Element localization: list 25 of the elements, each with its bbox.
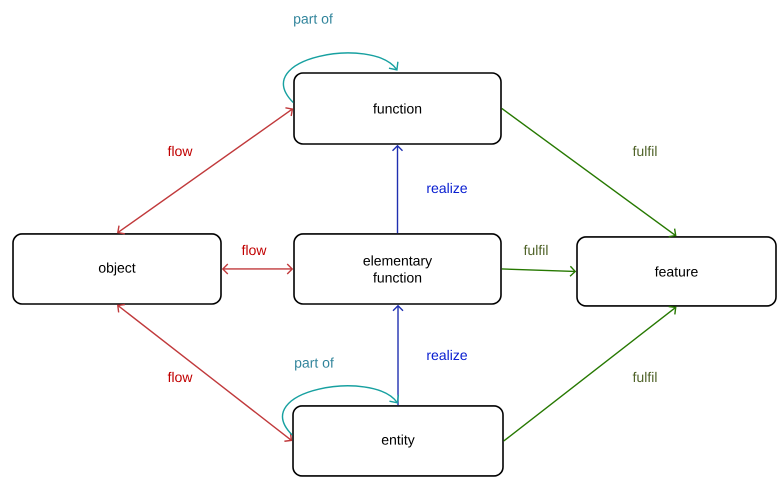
edge-label: fulfil [522,244,550,256]
edge-label: flow [166,144,194,158]
process-box: elementary function [293,233,502,305]
arrow [502,266,576,277]
arrow [501,108,676,238]
process-box: entity [292,405,504,477]
process-box: feature [576,236,777,307]
edge-label: fulfil [632,144,658,158]
arrow [283,52,399,103]
arrow [392,304,404,406]
arrow [392,144,403,234]
edge-label: realize [425,348,469,362]
arrow [222,264,294,274]
arrow [117,107,294,234]
process-box: object [12,233,222,305]
edge-label: realize [425,182,469,194]
edge-label: part of [292,12,334,28]
arrow [282,385,400,436]
edge-label: fulfil [632,370,658,384]
process-box: function [293,72,502,145]
edge-label: part of [293,356,335,372]
arrow [117,304,292,442]
edge-label: flow [240,244,268,256]
edge-label: flow [166,370,194,384]
arrow [503,306,676,442]
